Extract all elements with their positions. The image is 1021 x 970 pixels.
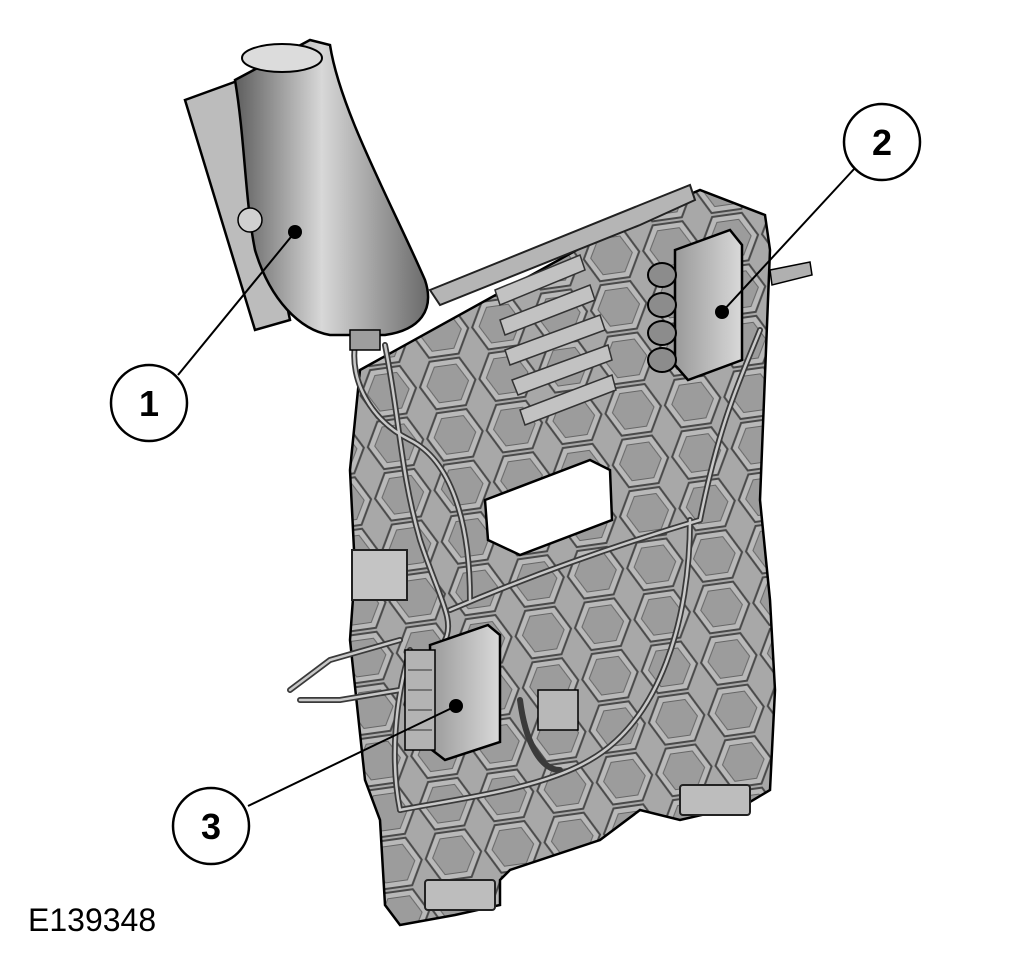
- callout-leaders: [177, 167, 856, 807]
- callout-1: 1: [109, 363, 189, 443]
- callout-number-3: 3: [201, 806, 221, 847]
- leader-line-1: [177, 231, 296, 376]
- leader-line-2: [721, 167, 856, 313]
- callout-number-1: 1: [139, 383, 159, 424]
- control-module: [404, 623, 579, 762]
- callout-2: 2: [842, 102, 922, 182]
- figure-id: E139348: [28, 902, 157, 938]
- callout-3: 3: [171, 786, 251, 866]
- anchor-dot-2: [715, 305, 729, 319]
- callout-anchors: [288, 225, 729, 713]
- valve-block: [647, 228, 813, 382]
- anchor-dot-1: [288, 225, 302, 239]
- leader-line-3: [247, 705, 457, 807]
- lumbar-pump: [183, 38, 430, 351]
- anchor-dot-3: [449, 699, 463, 713]
- callout-number-2: 2: [872, 122, 892, 163]
